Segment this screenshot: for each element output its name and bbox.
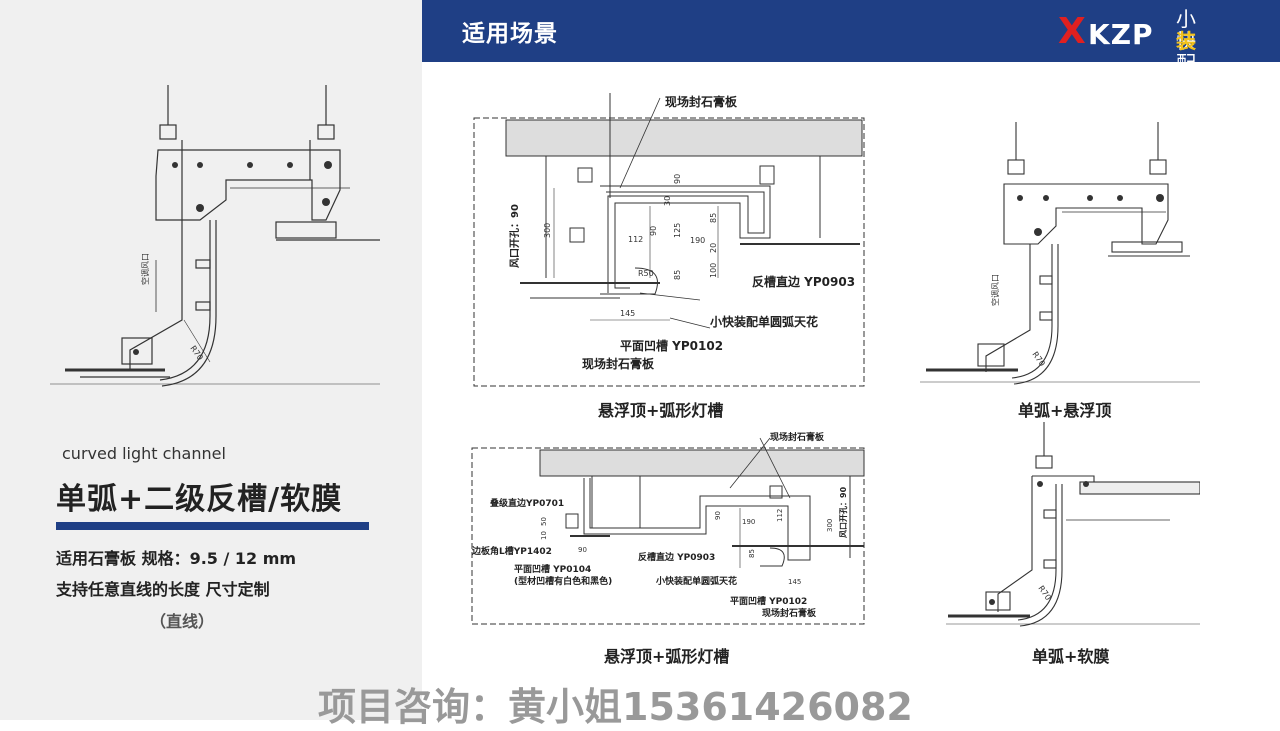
d2-label-vent: 风口开孔：90 (838, 486, 848, 538)
d2-dim: 300 (826, 519, 834, 532)
d2-label-stack: 叠级直边YP0701 (490, 497, 564, 509)
d2-dim: 90 (714, 511, 722, 520)
section-drawing-4: R70 (946, 422, 1200, 627)
d2-label-edge: 边板角L槽YP1402 (471, 545, 552, 557)
d1-label-reverse: 反槽直边 YP0903 (752, 274, 855, 289)
d3-label-radius: R70 (1030, 350, 1046, 368)
d1-dim: 90 (649, 226, 658, 236)
d1-dim: 190 (690, 236, 705, 245)
d3-label-tuyere: 空调风口 (990, 274, 1000, 306)
logo-x-mark: X (1058, 11, 1086, 52)
d1-dim: 90 (673, 174, 682, 184)
left-panel (0, 0, 422, 720)
d2-dim: 145 (788, 578, 801, 586)
d1-dim: 30 (663, 196, 672, 206)
product-title: 单弧+二级反槽/软膜 (56, 482, 343, 517)
d2-label-top: 现场封石膏板 (770, 431, 825, 443)
drawing-3-caption: 单弧+悬浮顶 (1018, 401, 1112, 420)
left-drawing-label-radius: R70 (188, 344, 204, 362)
d2-label-bottom: 现场封石膏板 (762, 607, 817, 619)
d2-label-flat2: 平面凹槽 YP0102 (730, 595, 807, 607)
d2-label-flat: 平面凹槽 YP0104 (514, 563, 591, 575)
d1-dim: 85 (673, 270, 682, 280)
spec-thickness: 适用石膏板 规格：9.5 / 12 mm (56, 549, 297, 568)
spec-note: （直线） (150, 612, 215, 631)
d1-dim: 20 (709, 243, 718, 253)
drawing-1-caption: 悬浮顶+弧形灯槽 (598, 401, 724, 420)
d2-label-arc: 小快装配单圆弧天花 (655, 575, 737, 587)
d2-dim: 90 (578, 546, 587, 554)
contact-info: 项目咨询：黄小姐15361426082 (318, 685, 913, 729)
section-drawing-3: 空调风口 R70 (920, 122, 1200, 385)
d2-label-flat-note: (型材凹槽有白色和黑色) (514, 575, 612, 587)
logo-cn-char-a: 装 (1176, 29, 1196, 53)
d2-dim: 10 (540, 531, 548, 540)
left-drawing-label-tuyere: 空调风口 (140, 253, 150, 285)
header-bar (422, 0, 1280, 62)
d1-dim: 85 (709, 213, 718, 223)
section-drawing-1: 现场封石膏板 反槽直边 YP0903 小快装配单圆弧天花 平面凹槽 YP0102… (473, 93, 865, 387)
english-subtitle: curved light channel (62, 444, 226, 463)
d1-label-top: 现场封石膏板 (665, 94, 738, 109)
logo-cn-line1: 小快 (1176, 7, 1196, 53)
d2-dim: 112 (776, 509, 784, 522)
d1-dim: 112 (628, 235, 643, 244)
drawing-2-caption: 悬浮顶+弧形灯槽 (604, 647, 730, 666)
left-profile-drawing: 空调风口 R70 (50, 85, 380, 387)
title-underline (56, 522, 369, 530)
logo-kzp-text: KZP (1088, 18, 1154, 51)
logo-cn-char-b: 配 (1176, 51, 1196, 75)
logo-cn-line2: 装配 (1176, 30, 1196, 74)
d1-dim: R50 (638, 269, 654, 278)
d1-dim: 145 (620, 309, 635, 318)
spec-length: 支持任意直线的长度 尺寸定制 (56, 580, 270, 599)
header-title: 适用场景 (462, 21, 558, 47)
d2-dim: 85 (748, 549, 756, 558)
d1-dim: 100 (709, 263, 718, 278)
d2-dim: 190 (742, 518, 755, 526)
section-drawing-2: 现场封石膏板 叠级直边YP0701 边板角L槽YP1402 平面凹槽 YP010… (471, 431, 865, 625)
d2-label-reverse: 反槽直边 YP0903 (638, 551, 715, 563)
d1-label-bottom: 现场封石膏板 (582, 356, 655, 371)
d1-label-vent: 风口开孔：90 (508, 204, 521, 268)
drawing-4-caption: 单弧+软膜 (1032, 647, 1110, 666)
d2-dim: 50 (540, 517, 548, 526)
d1-label-flat: 平面凹槽 YP0102 (620, 338, 723, 353)
d1-dim: 125 (673, 223, 682, 238)
d1-dim: 300 (543, 223, 552, 238)
d1-label-arc: 小快装配单圆弧天花 (710, 314, 818, 329)
